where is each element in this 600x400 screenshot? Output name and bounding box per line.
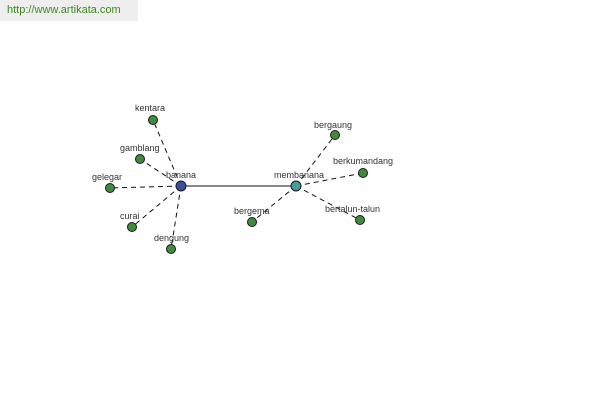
- edge-banana-kentara: [152, 119, 182, 187]
- node-label-membanana[interactable]: membanana: [274, 170, 324, 180]
- graph-nodes: [105, 115, 368, 254]
- node-berkumandang[interactable]: [358, 168, 368, 178]
- node-bergema[interactable]: [247, 217, 257, 227]
- edge-banana-gamblang: [139, 158, 182, 187]
- node-label-banana[interactable]: banana: [166, 170, 196, 180]
- graph-labels: kentara gamblang gelegar curai dengung bergau…: [92, 103, 393, 243]
- edge-banana-gelegar: [109, 185, 182, 189]
- url-bar: http://www.artikata.com: [0, 0, 138, 21]
- node-label-curai[interactable]: curai: [120, 211, 140, 221]
- edge-membanana-berkumandang: [295, 172, 364, 187]
- node-banana[interactable]: [175, 180, 187, 192]
- edge-banana-curai: [131, 185, 182, 228]
- node-label-dengung[interactable]: dengung: [154, 233, 189, 243]
- node-label-berkumandang[interactable]: berkumandang: [333, 156, 393, 166]
- node-label-bertalun-talun[interactable]: bertalun-talun: [325, 204, 380, 214]
- site-url-text[interactable]: http://www.artikata.com: [7, 4, 121, 16]
- node-dengung[interactable]: [166, 244, 176, 254]
- node-label-kentara[interactable]: kentara: [135, 103, 165, 113]
- node-label-gamblang[interactable]: gamblang: [120, 143, 160, 153]
- edge-banana-dengung: [170, 185, 182, 250]
- edge-membanana-bertalun-talun: [295, 185, 361, 221]
- graph-edges: [109, 119, 364, 250]
- node-gamblang[interactable]: [135, 154, 145, 164]
- node-kentara[interactable]: [148, 115, 158, 125]
- edge-membanana-bergema: [251, 185, 297, 223]
- node-label-gelegar[interactable]: gelegar: [92, 172, 122, 182]
- node-membanana[interactable]: [290, 180, 302, 192]
- node-bertalun-talun[interactable]: [355, 215, 365, 225]
- node-curai[interactable]: [127, 222, 137, 232]
- node-label-bergaung[interactable]: bergaung: [314, 120, 352, 130]
- edge-membanana-bergaung: [295, 134, 336, 187]
- node-label-bergema[interactable]: bergema: [234, 206, 270, 216]
- node-gelegar[interactable]: [105, 183, 115, 193]
- node-bergaung[interactable]: [330, 130, 340, 140]
